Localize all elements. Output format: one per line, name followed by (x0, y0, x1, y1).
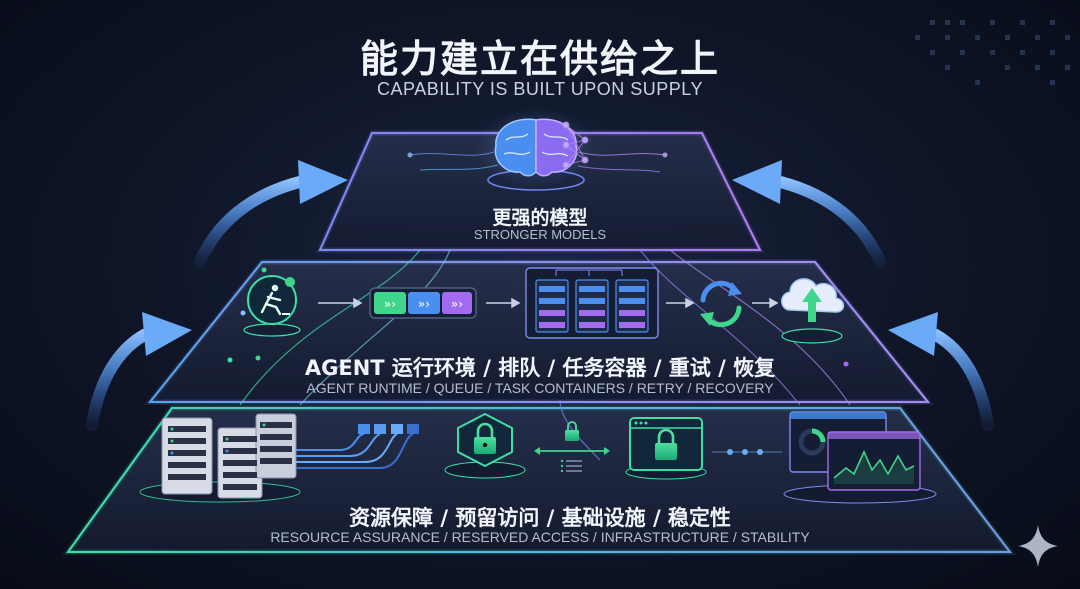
flow-arrow-2 (486, 297, 521, 309)
page-title: 能力建立在供给之上 (359, 37, 720, 81)
arrow-left-upper (194, 174, 314, 268)
top-tier-strands (407, 151, 668, 173)
sparkle-icon (1018, 525, 1058, 567)
retry-cycle-icon (700, 280, 742, 328)
svg-text:»›: »› (451, 297, 463, 311)
page-subtitle: CAPABILITY IS BUILT UPON SUPPLY (377, 79, 703, 99)
arrow-left-upper-head (298, 160, 348, 204)
tier-middle-label-zh: AGENT 运行环境 / 排队 / 任务容器 / 重试 / 恢复 (304, 356, 776, 380)
tier-middle-label-en: AGENT RUNTIME / QUEUE / TASK CONTAINERS … (306, 380, 774, 396)
tier-top (315, 130, 765, 253)
upward-arrows (86, 160, 994, 431)
cloud-upload-icon (781, 278, 845, 344)
arrow-right-lower-head (888, 312, 938, 356)
exchange-lock-icon (534, 421, 610, 473)
arrow-right-upper-head (732, 160, 782, 204)
flow-arrow-1 (318, 297, 363, 309)
arrow-left-lower-head (142, 312, 192, 356)
tier-top-label-en: STRONGER MODELS (473, 227, 607, 242)
tier-top-label-zh: 更强的模型 (492, 207, 588, 229)
neural-network-icon (562, 121, 589, 169)
dot-connector (712, 449, 782, 455)
arrow-right-upper (766, 174, 886, 268)
mid-tier-glow-dots (227, 267, 849, 367)
pixel-grid-decoration (915, 20, 1070, 85)
tier-base-label-zh: 资源保障 / 预留访问 / 基础设施 / 稳定性 (349, 506, 731, 530)
agent-runner-icon (243, 275, 301, 337)
flow-arrow-3 (666, 297, 695, 309)
svg-text:»›: »› (384, 297, 396, 311)
svg-text:»›: »› (418, 297, 430, 311)
queue-chevrons-icon: »› »› »› (369, 287, 477, 319)
task-containers-icon (525, 267, 659, 339)
arrow-left-lower (86, 326, 156, 431)
shield-lock-icon (444, 412, 526, 479)
browser-lock-icon (625, 417, 707, 480)
monitoring-dashboard-icon (783, 411, 937, 504)
arrow-right-lower (924, 326, 994, 431)
tier-base-label-en: RESOURCE ASSURANCE / RESERVED ACCESS / I… (270, 529, 810, 545)
flow-arrow-4 (752, 297, 779, 309)
network-cable-icon (296, 424, 419, 469)
server-rack-icon (139, 413, 301, 503)
tier-base (62, 405, 1017, 555)
